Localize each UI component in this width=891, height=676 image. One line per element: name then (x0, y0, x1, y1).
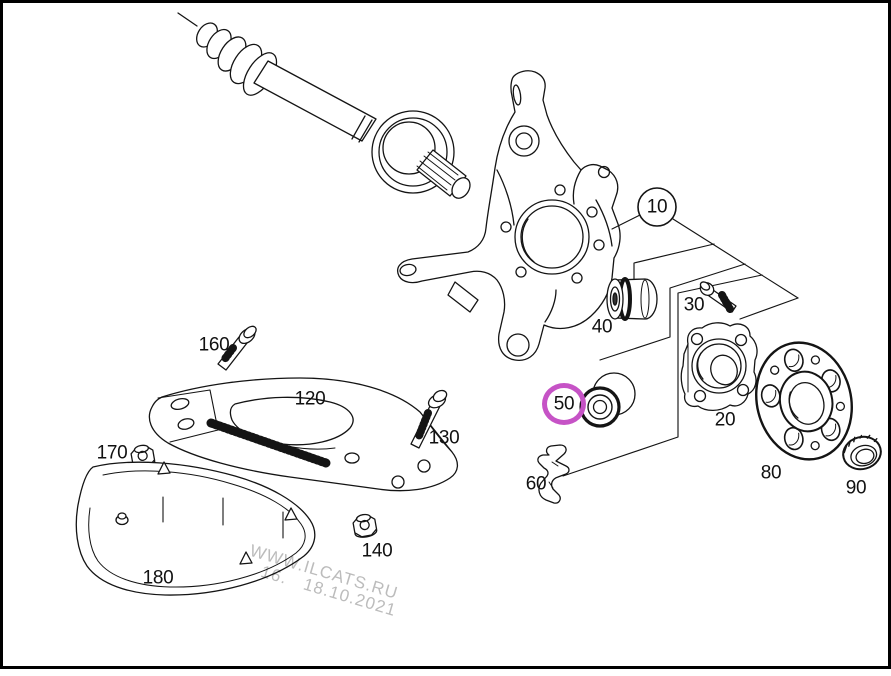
part-label-160[interactable]: 160 (198, 334, 230, 356)
part-label-10[interactable]: 10 (646, 196, 668, 218)
callout-circle-10[interactable] (637, 187, 677, 227)
cover-panel-180-drawing (75, 461, 316, 596)
part-label-30[interactable]: 30 (683, 294, 705, 316)
part-label-120[interactable]: 120 (294, 388, 326, 410)
bolt-160-drawing (217, 325, 257, 371)
retaining-clip-60-drawing (537, 444, 570, 504)
lower-control-arm-120-drawing (148, 377, 459, 492)
part-label-130[interactable]: 130 (428, 427, 460, 449)
drive-flange-80-drawing (755, 341, 853, 461)
part-label-180[interactable]: 180 (142, 567, 174, 589)
leader-lines (562, 214, 799, 477)
wheel-carrier-knuckle-drawing (397, 70, 621, 361)
part-label-170[interactable]: 170 (96, 442, 128, 464)
part-label-140[interactable]: 140 (361, 540, 393, 562)
bolt-30-drawing (699, 281, 737, 313)
part-label-20[interactable]: 20 (714, 409, 736, 431)
wheel-hub-bearing-20-drawing (680, 322, 758, 412)
part-label-80[interactable]: 80 (760, 462, 782, 484)
part-label-40[interactable]: 40 (591, 316, 613, 338)
part-label-90[interactable]: 90 (845, 477, 867, 499)
axle-nut-90-drawing (842, 434, 882, 471)
selected-part-highlight (542, 383, 586, 425)
drive-axle-drawing (177, 12, 471, 199)
part-label-60[interactable]: 60 (525, 473, 547, 495)
nut-140-drawing (352, 513, 378, 538)
bushing-50-drawing (579, 372, 636, 428)
bolt-130-drawing (410, 389, 448, 449)
bushing-40-drawing (606, 277, 658, 321)
